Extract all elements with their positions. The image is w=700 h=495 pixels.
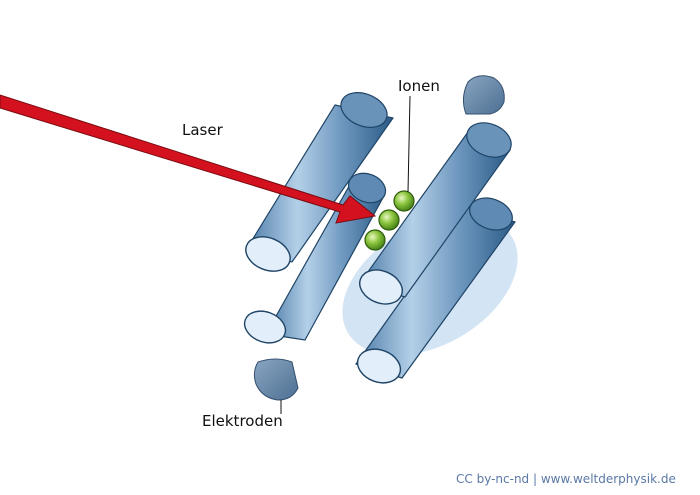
electrode-tip-top bbox=[462, 75, 505, 115]
rod-back-right bbox=[355, 197, 516, 384]
rod-back-left bbox=[243, 172, 387, 344]
laser-beam bbox=[0, 94, 377, 224]
electrode-tip-bottom bbox=[253, 358, 299, 401]
electrodes-label: Elektroden bbox=[202, 412, 283, 430]
ion-2 bbox=[378, 209, 400, 231]
ions bbox=[364, 190, 415, 251]
ion-1 bbox=[393, 190, 415, 212]
credit-text: CC by-nc-nd | www.weltderphysik.de bbox=[456, 472, 676, 486]
rod-front-left bbox=[245, 92, 395, 272]
ions-pointer-line bbox=[407, 95, 411, 193]
ion-3 bbox=[364, 229, 386, 251]
laser-label: Laser bbox=[182, 121, 223, 139]
rod-front-right bbox=[359, 122, 512, 305]
ions-label: Ionen bbox=[398, 77, 440, 95]
